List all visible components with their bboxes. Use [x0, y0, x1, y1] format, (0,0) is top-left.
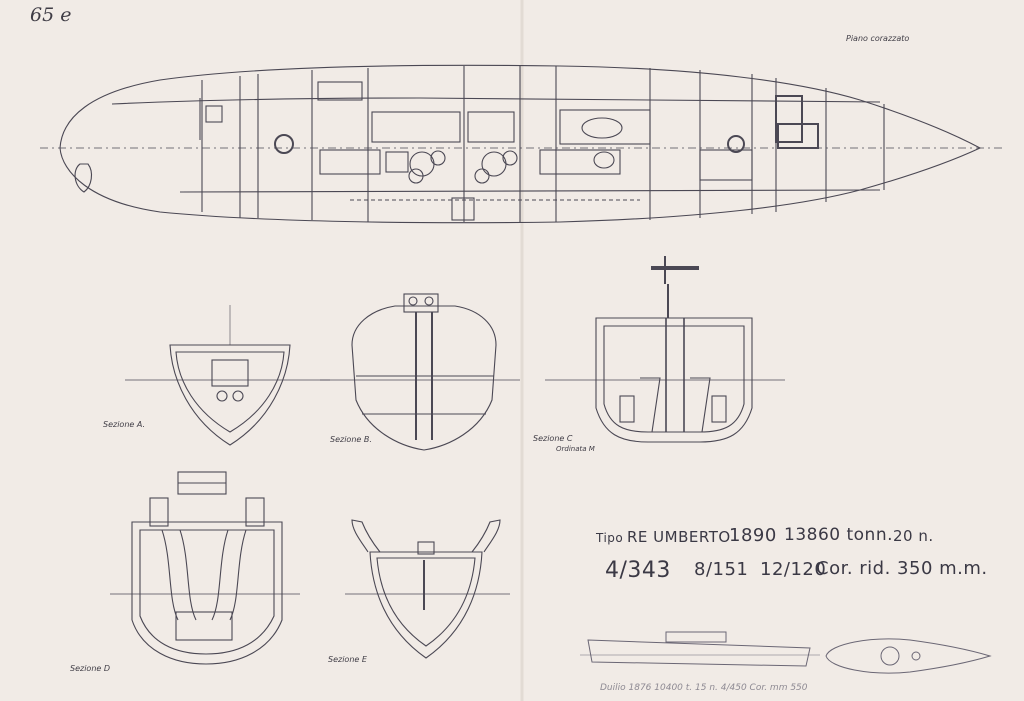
- spec-displacement: 13860 tonn.: [784, 525, 894, 545]
- spec-year: 1890: [729, 525, 777, 546]
- spec-speed: 20 n.: [893, 527, 934, 545]
- spec-tertiary-guns: 12/120: [760, 559, 827, 580]
- section-a-label: Sezione A.: [103, 420, 146, 429]
- section-d-label: Sezione D: [70, 664, 111, 673]
- page-number: 65 e: [30, 4, 72, 26]
- section-b-label: Sezione B.: [330, 435, 372, 444]
- section-c-sublabel: Ordinata M: [556, 445, 595, 453]
- spec-armor: Cor. rid. 350 m.m.: [816, 558, 988, 579]
- section-c: [545, 256, 785, 443]
- section-c-label: Sezione C: [533, 434, 573, 443]
- duilio-comparison-sketch: [580, 631, 992, 674]
- spec-main-guns: 4/343: [605, 558, 671, 583]
- section-e: [345, 519, 510, 659]
- section-e-label: Sezione E: [328, 655, 367, 664]
- plan-title: Piano corazzato: [846, 34, 910, 43]
- spec-secondary-guns: 8/151: [694, 559, 749, 580]
- spec-ship-name: RE UMBERTO: [627, 528, 731, 546]
- spec-tipo: Tipo: [596, 531, 624, 545]
- section-a: [125, 305, 330, 446]
- section-b: [320, 293, 520, 451]
- section-d: [110, 471, 300, 665]
- armored-deck-plan: [40, 64, 1005, 224]
- duilio-footnote: Duilio 1876 10400 t. 15 n. 4/450 Cor. mm…: [600, 683, 808, 693]
